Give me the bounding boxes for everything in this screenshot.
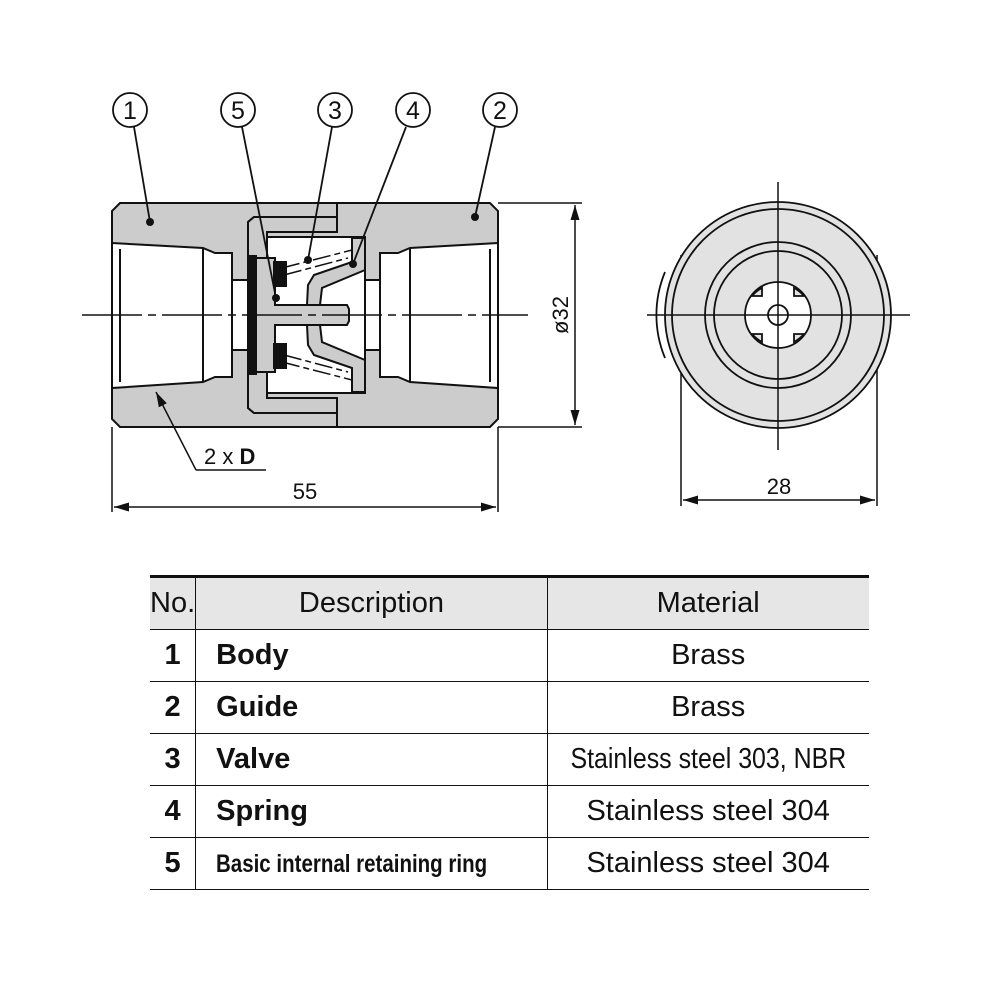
length-dimension: 55 [293, 479, 317, 504]
row-description-text: Basic internal retaining ring [216, 850, 488, 878]
row-no: 1 [150, 629, 197, 682]
diameter-dimension: ø32 [548, 296, 573, 334]
row-description: Body [195, 629, 548, 682]
table-header-row: No. Description Material [150, 576, 869, 630]
row-description: Spring [195, 785, 548, 838]
table-row: 5 Basic internal retaining ring Stainles… [150, 837, 869, 890]
row-material: Brass [547, 681, 869, 734]
header-no: No. [150, 576, 197, 630]
header-description: Description [195, 576, 548, 630]
end-view [647, 182, 910, 450]
row-material: Stainless steel 304 [547, 785, 869, 838]
row-description: Basic internal retaining ring [195, 837, 548, 890]
row-no: 2 [150, 681, 197, 734]
table-row: 3 Valve Stainless steel 303, NBR [150, 733, 869, 786]
row-material: Stainless steel 304 [547, 837, 869, 890]
callout-2: 2 [493, 97, 507, 125]
row-no: 3 [150, 733, 197, 786]
seal-top [273, 261, 287, 287]
row-description: Valve [195, 733, 548, 786]
table-row: 2 Guide Brass [150, 681, 869, 734]
row-no: 4 [150, 785, 197, 838]
callout-3: 3 [328, 97, 342, 125]
row-material: Stainless steel 303, NBR [547, 733, 869, 786]
table-row: 4 Spring Stainless steel 304 [150, 785, 869, 838]
callouts [112, 92, 518, 302]
side-section-view [82, 202, 528, 428]
row-material: Brass [547, 629, 869, 682]
spring [281, 249, 353, 381]
thread-label: 2 x D [204, 444, 255, 469]
seal-bottom [273, 343, 287, 369]
technical-drawing: 1 5 3 4 2 ø32 55 28 2 x D [82, 92, 910, 512]
width-dimension: 28 [767, 474, 791, 499]
row-material-text: Stainless steel 303, NBR [570, 743, 847, 775]
parts-table: No. Description Material 1 Body Brass 2 … [150, 575, 869, 890]
callout-1: 1 [123, 97, 137, 125]
callout-4: 4 [406, 97, 420, 125]
row-description: Guide [195, 681, 548, 734]
callout-5: 5 [231, 97, 245, 125]
row-no: 5 [150, 837, 197, 890]
table-row: 1 Body Brass [150, 629, 869, 682]
spring-retainer [305, 237, 366, 393]
header-material: Material [547, 576, 869, 630]
